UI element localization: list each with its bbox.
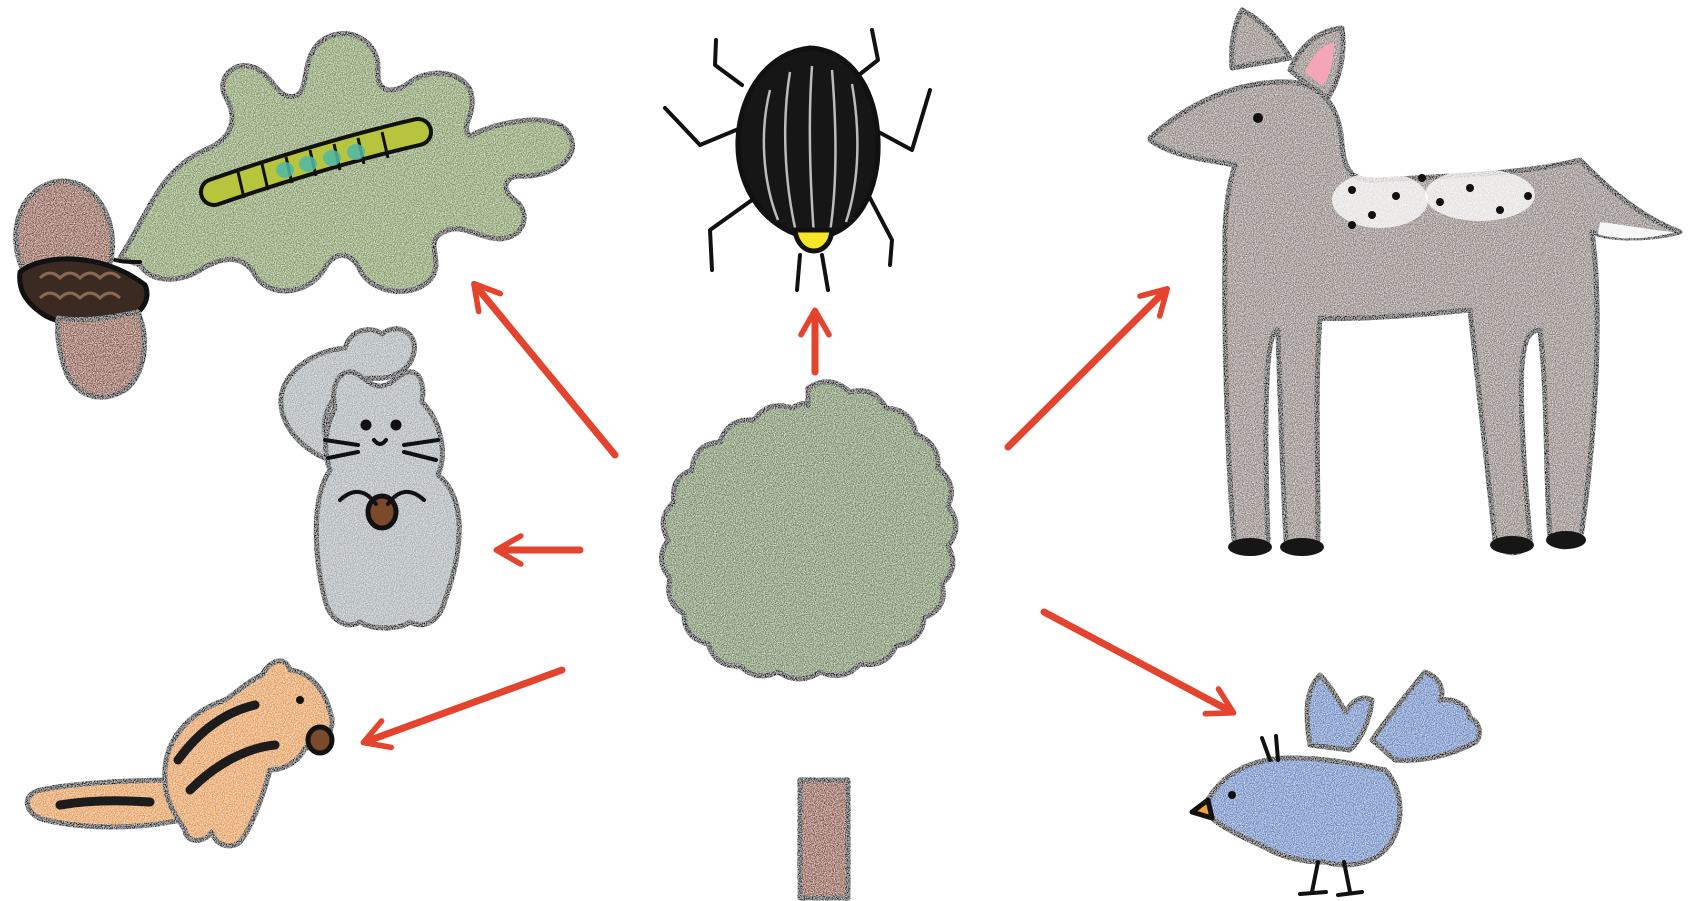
arrow-to-chipmunk <box>365 670 562 742</box>
acorn-oak-leaf-caterpillar-icon <box>16 34 573 398</box>
acorn-bottom-nut <box>57 312 144 397</box>
chipmunk-nut <box>308 727 332 753</box>
deer-eye <box>1253 113 1263 123</box>
beetle-icon <box>665 30 930 290</box>
arrow-to-leaf <box>475 285 615 455</box>
chipmunk-icon <box>27 661 332 846</box>
bird-icon <box>1192 672 1479 895</box>
squirrel-icon <box>281 329 459 628</box>
acorn-icon <box>16 181 147 397</box>
deer-body <box>1150 82 1680 554</box>
arrow-to-deer <box>1008 290 1166 447</box>
bird-body <box>1205 758 1400 865</box>
bird-beak <box>1192 800 1212 818</box>
arrow-to-bird <box>1044 612 1232 712</box>
bird-wing-front <box>1372 672 1479 760</box>
tree-trunk <box>800 780 848 898</box>
deer-ear-back <box>1232 10 1290 68</box>
tree-canopy <box>661 382 956 679</box>
deer-hooves <box>1228 531 1586 556</box>
tree-icon <box>661 382 956 898</box>
beetle-head <box>795 230 832 251</box>
chipmunk-eye <box>296 696 304 704</box>
bird-eye <box>1228 791 1236 799</box>
deer-icon <box>1150 10 1680 556</box>
bird-wing-back <box>1307 675 1372 750</box>
